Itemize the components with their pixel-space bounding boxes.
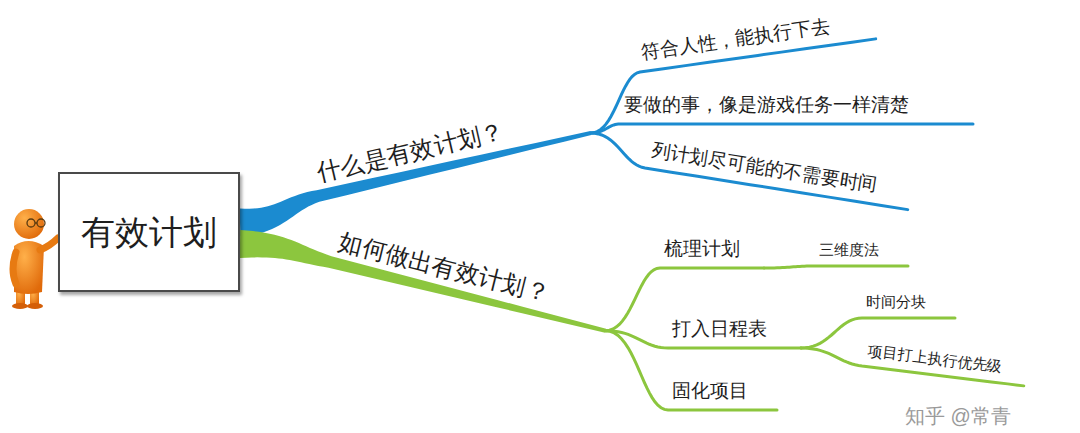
sub-branch [591,133,908,210]
sub-branch [606,331,777,410]
branch-topic: 什么是有效计划？ [310,116,513,196]
topic-text: 如何做出有效计划？ [336,228,553,308]
topic-text: 项目打上执行优先级 [867,342,1003,376]
central-topic: 有效计划 [58,172,240,292]
branch-topic: 打入日程表 [668,318,771,348]
person-illustration [12,209,58,309]
sub-branch [591,39,876,133]
branch-topic: 时间分块 [862,293,930,318]
watermark: 知乎 @常青 [905,403,1011,430]
topic-text: 什么是有效计划？ [314,117,508,188]
sub-branch [764,266,908,268]
topic-text: 三维度法 [819,241,879,259]
topic-text: 梳理计划 [664,238,740,261]
topic-text: 符合人性，能执行下去 [640,15,831,64]
branch-topic: 固化项目 [668,380,752,410]
topic-text: 要做的事，像是游戏任务一样清楚 [624,94,909,117]
topic-text: 固化项目 [672,380,748,403]
branch-topic: 符合人性，能执行下去 [636,15,836,72]
topic-text: 时间分块 [866,293,926,311]
branch-topic: 列计划尽可能的不需要时间 [645,138,883,204]
topic-text: 列计划尽可能的不需要时间 [650,139,879,197]
branch-topic: 要做的事，像是游戏任务一样清楚 [620,94,913,124]
branch-topic: 如何做出有效计划？ [330,227,556,316]
branch-topic: 梳理计划 [660,238,744,268]
branch-topic: 三维度法 [815,241,883,266]
topic-text: 有效计划 [81,212,217,253]
branch-topic: 项目打上执行优先级 [862,341,1007,383]
topic-text: 打入日程表 [672,318,767,341]
sub-branch [591,124,973,133]
